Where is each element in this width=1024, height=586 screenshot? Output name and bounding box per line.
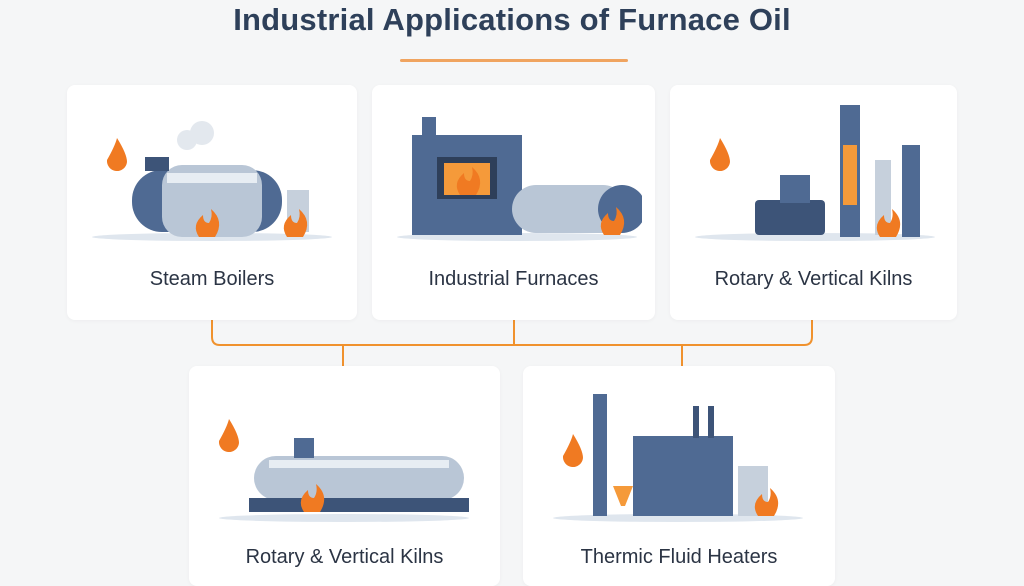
oil-drop-icon [709, 138, 730, 172]
card-label: Thermic Fluid Heaters [580, 546, 778, 568]
flame-icon [195, 209, 220, 237]
flame-icon [283, 209, 308, 237]
thermic-fluid-heater-illustration [553, 394, 803, 522]
oil-drop-icon [106, 138, 127, 172]
title-underline [400, 59, 628, 62]
flame-icon [754, 488, 779, 516]
card-steam-boilers[interactable]: Steam Boilers [67, 85, 357, 320]
oil-drop-icon [562, 434, 583, 468]
steam-boiler-illustration [92, 121, 332, 241]
oil-drop-icon [218, 419, 239, 453]
card-thermic-fluid-heaters[interactable]: Thermic Fluid Heaters [523, 366, 835, 586]
card-label: Industrial Furnaces [428, 268, 599, 290]
flame-icon [300, 484, 325, 512]
flame-icon [600, 207, 625, 235]
card-label: Steam Boilers [149, 268, 275, 290]
rotary-kiln-illustration [218, 419, 469, 522]
vertical-kiln-illustration [695, 105, 935, 241]
page-title: Industrial Applications of Furnace Oil [233, 2, 791, 37]
industrial-furnace-illustration [397, 117, 642, 241]
flame-icon [876, 209, 901, 237]
card-label: Rotary & Vertical Kilns [245, 546, 444, 568]
card-rotary-kilns[interactable]: Rotary & Vertical Kilns [189, 366, 500, 586]
card-vertical-kilns[interactable]: Rotary & Vertical Kilns [670, 85, 957, 320]
card-industrial-furnaces[interactable]: Industrial Furnaces [372, 85, 655, 320]
card-label: Rotary & Vertical Kilns [714, 268, 913, 290]
